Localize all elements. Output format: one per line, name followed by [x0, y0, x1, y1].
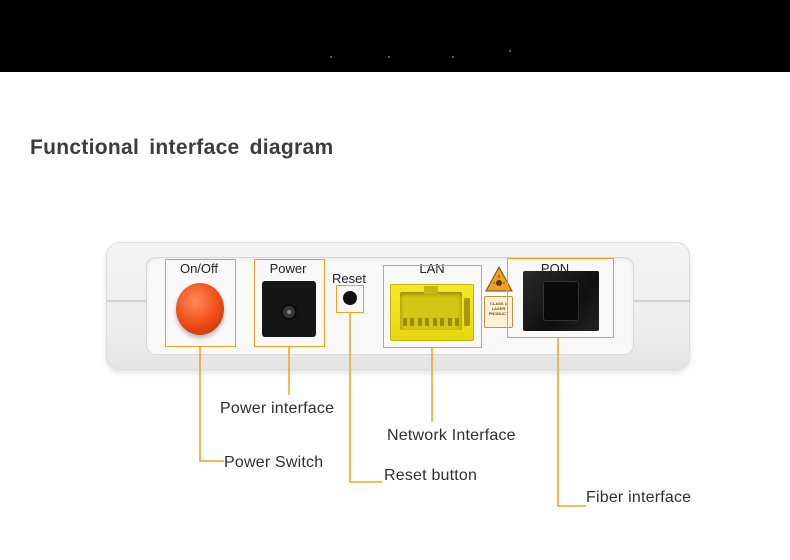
- top-banner: [0, 0, 790, 72]
- dc-power-jack[interactable]: [262, 281, 316, 337]
- banner-speck: [509, 50, 511, 52]
- power-button[interactable]: [176, 283, 224, 335]
- laser-label-line: LASER: [491, 306, 506, 311]
- banner-speck: [452, 56, 454, 58]
- lan-label: LAN: [419, 261, 445, 276]
- laser-label-line: CLASS 1: [490, 301, 507, 306]
- reset-pinhole[interactable]: [343, 291, 357, 305]
- laser-class-label: CLASS 1 LASER PRODUCT: [484, 296, 513, 328]
- page-title: Functional interface diagram: [30, 136, 334, 159]
- power-label: Power: [269, 261, 307, 276]
- fiber-interface-highlight: [507, 258, 614, 338]
- laser-warning-icon: [485, 265, 513, 292]
- power-switch-leader: [199, 347, 224, 462]
- power-interface-highlight: [254, 259, 325, 347]
- fiber-interface-callout: Fiber interface: [586, 489, 692, 506]
- housing-seam-left: [106, 300, 146, 302]
- dc-jack-pin: [283, 306, 295, 318]
- fiber-interface-leader: [557, 338, 586, 507]
- lan-port-pins: [403, 318, 459, 326]
- on-off-label: On/Off: [179, 261, 219, 276]
- reset-label: Reset: [332, 271, 366, 286]
- reset-button-callout: Reset button: [384, 467, 478, 484]
- banner-speck: [330, 56, 332, 58]
- lan-port[interactable]: [390, 284, 474, 341]
- lan-port-clip: [464, 298, 470, 326]
- lan-port-cavity: [400, 292, 462, 330]
- banner-speck: [388, 56, 390, 58]
- laser-label-line: PRODUCT: [488, 311, 509, 316]
- network-interface-highlight: [383, 265, 482, 348]
- pon-fiber-port[interactable]: [523, 271, 599, 331]
- power-switch-callout: Power Switch: [224, 454, 324, 471]
- housing-seam-right: [634, 300, 690, 302]
- power-switch-highlight: [165, 259, 236, 347]
- network-interface-callout: Network Interface: [387, 427, 516, 444]
- reset-button-highlight: [336, 285, 364, 313]
- power-interface-callout: Power interface: [220, 400, 335, 417]
- reset-button-leader: [349, 313, 382, 483]
- lan-port-latch: [424, 286, 438, 294]
